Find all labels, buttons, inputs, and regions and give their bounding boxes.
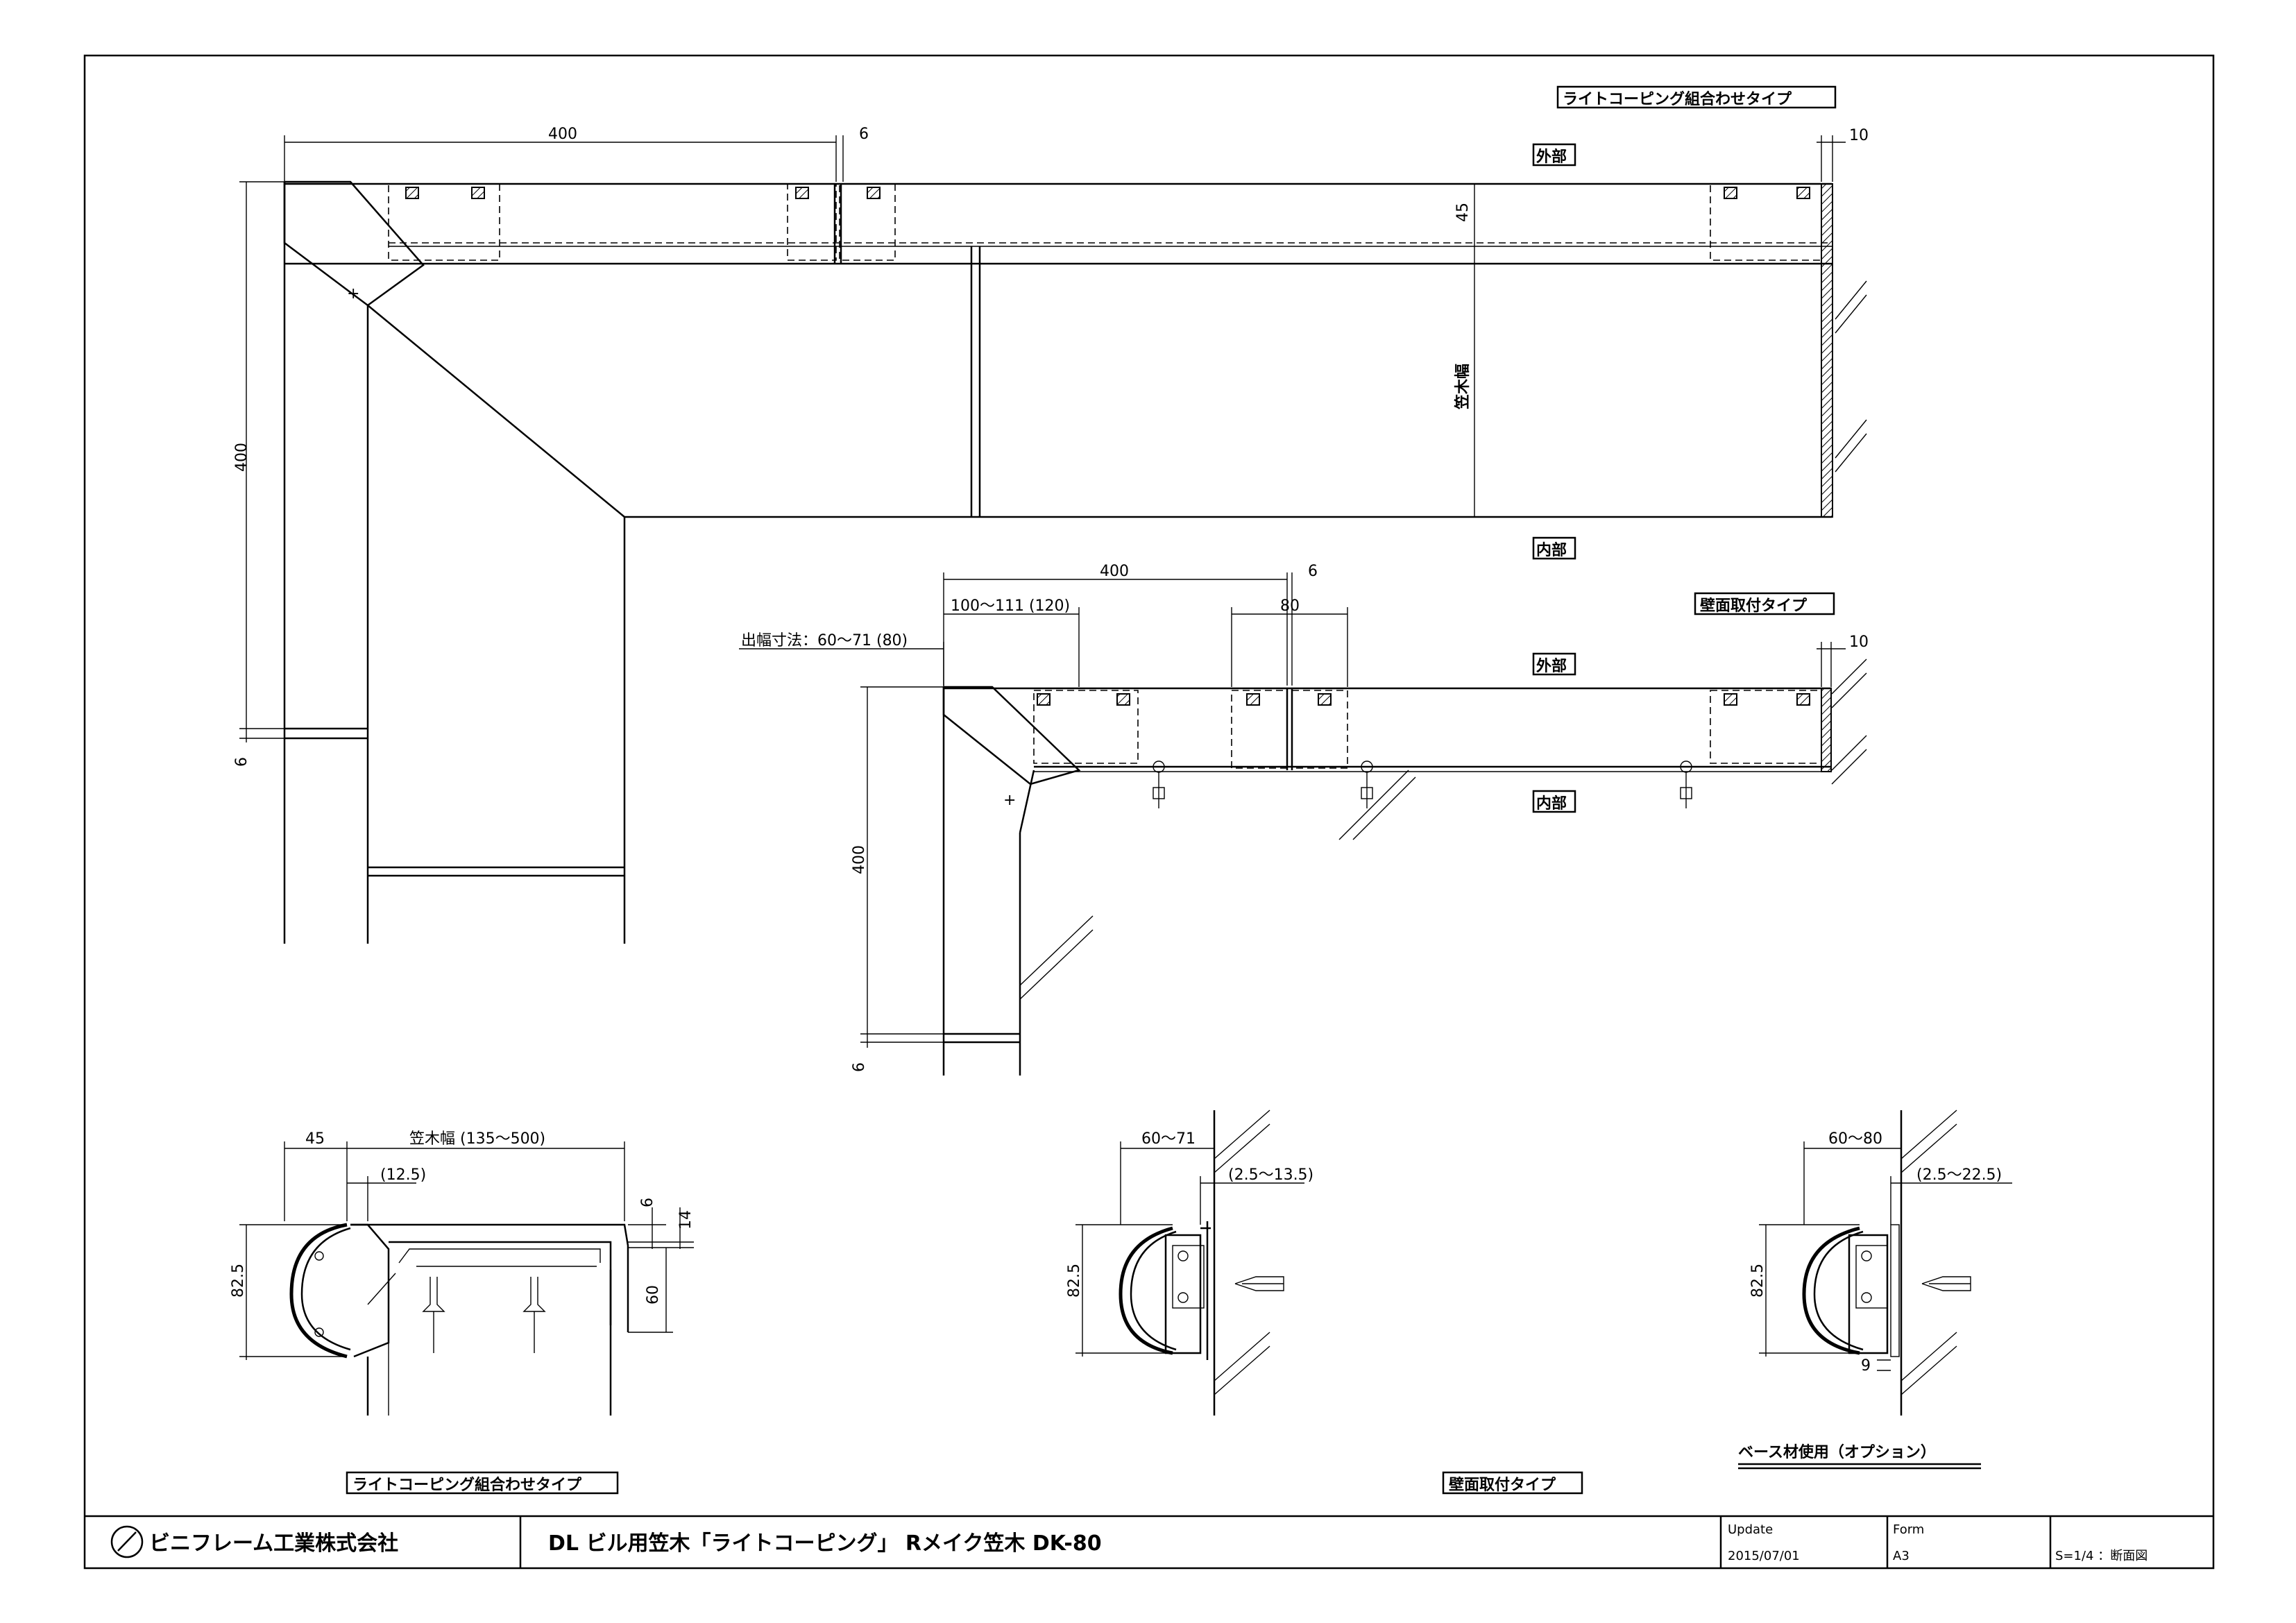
label-inside-2: 内部: [1536, 794, 1567, 813]
sheet-border: [83, 54, 2215, 1570]
label-projection: 出幅寸法：60～71 (80): [741, 632, 908, 649]
dim-10-mid: 10: [1849, 634, 1869, 651]
label-inside-1: 内部: [1536, 541, 1567, 559]
s3-dim-range: (2.5～22.5): [1916, 1166, 2002, 1184]
plan-combination-type: + 400 6 10 45 笠木幅: [233, 85, 1869, 944]
label-base-option: ベース材使用（オプション）: [1738, 1444, 1936, 1461]
s1-dim-45: 45: [305, 1130, 325, 1148]
label-outside-2: 外部: [1536, 657, 1567, 675]
s3-dim-6080: 60～80: [1828, 1130, 1882, 1148]
label-kasagi-width: 笠木幅: [1454, 364, 1472, 410]
section-base-option: 60～80 (2.5～22.5) 82.5 9 ベース材使用（オプション）: [1738, 1110, 2012, 1470]
dim-6-mid-v: 6: [851, 1062, 868, 1072]
section-combination: 45 笠木幅 (135～500) (12.5) 82.5 6 14 60 ライト…: [230, 1130, 695, 1495]
s1-dim-125: (12.5): [380, 1166, 426, 1184]
s2-dim-825: 82.5: [1066, 1264, 1083, 1298]
plan-wall-type: + 400 6: [739, 563, 1869, 1076]
dim-6-mid: 6: [1308, 563, 1318, 580]
form-value: A3: [1893, 1549, 1910, 1563]
dim-400-mid-v: 400: [851, 845, 868, 874]
scale-note: S=1/4 ：断面図: [2055, 1549, 2148, 1563]
update-label: Update: [1728, 1522, 1773, 1537]
title-block: ビニフレーム工業株式会社 DL ビル用笠木「ライトコーピング」 Rメイク笠木 D…: [85, 1515, 2213, 1568]
label-combo-type-bottom: ライトコーピング組合わせタイプ: [352, 1476, 582, 1494]
svg-text:+: +: [347, 285, 359, 303]
company-name: ビニフレーム工業株式会社: [149, 1531, 398, 1556]
company-logo: [110, 1525, 144, 1558]
update-value: 2015/07/01: [1728, 1549, 1800, 1563]
s1-dim-825: 82.5: [230, 1264, 247, 1298]
s2-dim-range: (2.5～13.5): [1228, 1166, 1313, 1184]
s2-dim-6071: 60～71: [1141, 1130, 1196, 1148]
dim-400-top: 400: [548, 126, 577, 143]
s1-dim-width: 笠木幅 (135～500): [409, 1130, 545, 1148]
label-outside-1: 外部: [1536, 148, 1567, 166]
dim-400-mid: 400: [1100, 563, 1129, 580]
s1-dim-6: 6: [639, 1198, 656, 1207]
dim-80: 80: [1280, 597, 1300, 615]
label-wall-type-bottom: 壁面取付タイプ: [1449, 1476, 1556, 1494]
svg-text:+: +: [1003, 792, 1016, 809]
dim-400-left: 400: [233, 443, 250, 472]
s3-dim-9: 9: [1861, 1357, 1871, 1375]
dim-100-111: 100～111 (120): [951, 597, 1070, 615]
drawing-title: DL ビル用笠木「ライトコーピング」 Rメイク笠木 DK-80: [548, 1531, 1102, 1556]
s1-dim-60: 60: [645, 1285, 662, 1305]
dim-6-left: 6: [233, 757, 250, 767]
dim-6-top: 6: [859, 126, 869, 143]
dim-10-top: 10: [1849, 127, 1869, 144]
form-label: Form: [1893, 1522, 1924, 1537]
dim-45: 45: [1454, 203, 1472, 222]
s3-dim-825: 82.5: [1749, 1264, 1767, 1298]
label-wall-type-top: 壁面取付タイプ: [1700, 597, 1808, 615]
section-wall-mount: 60～71 (2.5～13.5) 82.5 壁面取付タイプ: [1066, 1110, 1583, 1495]
s1-dim-14: 14: [677, 1210, 695, 1230]
label-combo-type-top: ライトコーピング組合わせタイプ: [1563, 90, 1792, 108]
